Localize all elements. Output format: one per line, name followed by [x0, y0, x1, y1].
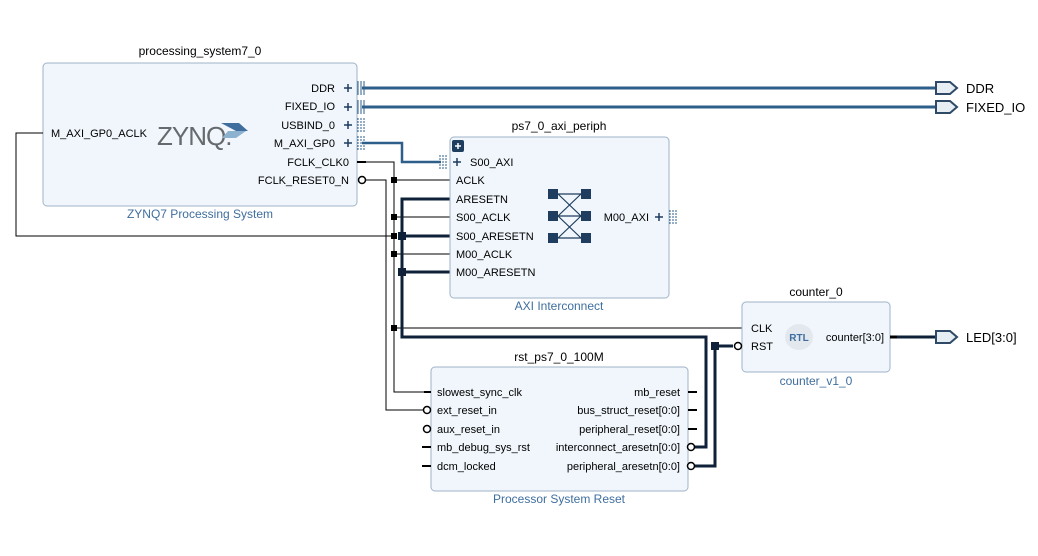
rst-pin-dcm-locked: dcm_locked — [437, 461, 496, 473]
port-led[interactable]: LED[3:0] — [935, 330, 1017, 345]
port-fixed-io-label: FIXED_IO — [966, 100, 1025, 115]
crossbar-icon — [548, 189, 591, 243]
rst-pin-peripheral-reset: peripheral_reset[0:0] — [579, 424, 680, 436]
ps7-ip-name: ZYNQ7 Processing System — [127, 207, 273, 221]
rst-pin-mb-debug-sys-rst: mb_debug_sys_rst — [437, 442, 530, 454]
zynq-logo-text: ZYNQ. — [157, 121, 231, 151]
junction-dot — [391, 251, 397, 257]
axi-pin-m00-aclk: M00_ACLK — [456, 249, 513, 261]
rtl-badge-text: RTL — [789, 333, 808, 344]
output-port-icon[interactable] — [935, 81, 959, 95]
rst-pin-ext-reset-in: ext_reset_in — [437, 405, 497, 417]
axi-pin-m00-axi: M00_AXI — [604, 212, 649, 224]
counter-pin-counter: counter[3:0] — [826, 332, 884, 344]
ps7-instance-name: processing_system7_0 — [139, 44, 262, 58]
axi-instance-name: ps7_0_axi_periph — [512, 119, 607, 133]
output-port-icon[interactable] — [935, 330, 959, 344]
zynq-logo-icon — [221, 123, 248, 131]
rtl-badge-icon — [785, 324, 813, 350]
junction-dot — [398, 268, 406, 276]
rst-pin-mb-reset: mb_reset — [634, 387, 680, 399]
rst-instance-name: rst_ps7_0_100M — [514, 350, 603, 364]
rst-pin-icon[interactable] — [733, 341, 743, 351]
junction-dot — [391, 233, 397, 239]
counter-pin-rst: RST — [751, 341, 773, 353]
counter-instance-name: counter_0 — [789, 285, 843, 299]
plus-icon — [453, 158, 461, 166]
junction-dot — [391, 177, 397, 183]
junction-dot — [398, 232, 406, 240]
axi-pin-m00-aresetn: M00_ARESETN — [456, 267, 536, 279]
plus-icon — [655, 213, 663, 221]
fclk-clk0-net[interactable] — [357, 161, 432, 393]
axi-pin-s00-aresetn: S00_ARESETN — [456, 231, 534, 243]
nets — [15, 86, 940, 468]
rst-pin-bus-struct-reset: bus_struct_reset[0:0] — [577, 405, 680, 417]
bus-connector-icons[interactable] — [357, 81, 365, 150]
peripheral-aresetn-net[interactable] — [695, 344, 733, 468]
axi-pin-s00-aclk: S00_ACLK — [456, 212, 511, 224]
expand-plus-icons — [344, 84, 352, 147]
external-ports: DDR FIXED_IO LED[3:0] — [935, 81, 1025, 345]
ext-reset-in-pin-icon[interactable] — [422, 405, 432, 415]
m00-axi-connector-icon[interactable] — [669, 210, 677, 224]
aux-reset-in-pin-icon[interactable] — [422, 424, 432, 434]
ps7-pin-fixed-io: FIXED_IO — [285, 101, 336, 113]
axi-ip-name: AXI Interconnect — [515, 299, 604, 313]
peripheral-aresetn-pin-icon[interactable] — [686, 461, 696, 471]
m-axi-gp0-aclk-net[interactable] — [15, 132, 394, 237]
axi-pin-aclk: ACLK — [456, 175, 485, 187]
m-axi-gp0-bus-net[interactable] — [362, 141, 441, 164]
ps7-body[interactable] — [42, 62, 358, 207]
port-ddr-label: DDR — [966, 81, 994, 96]
rst-pin-interconnect-aresetn: interconnect_aresetn[0:0] — [556, 442, 680, 454]
axi-interconnect-block[interactable]: ps7_0_axi_periph AXI Interconnect S00_AX… — [439, 119, 677, 313]
ps7-pin-m-axi-gp0-aclk: M_AXI_GP0_ACLK — [51, 128, 148, 140]
junction-dot — [711, 342, 719, 350]
counter-block[interactable]: counter_0 counter_v1_0 CLK RST RTL count… — [733, 285, 898, 388]
ps7-pin-ddr: DDR — [311, 83, 335, 95]
plus-icon — [455, 143, 461, 149]
junction-dot — [391, 214, 397, 220]
axi-pin-aresetn: ARESETN — [456, 194, 508, 206]
ps7-pin-fclk-reset0-n: FCLK_RESET0_N — [258, 175, 349, 187]
ps7-block[interactable]: processing_system7_0 ZYNQ7 Processing Sy… — [37, 44, 367, 221]
counter-ip-name: counter_v1_0 — [780, 374, 853, 388]
interconnect-aresetn-pin-icon[interactable] — [686, 442, 696, 452]
fclk-reset0-n-net[interactable] — [366, 179, 425, 411]
rst-pin-aux-reset-in: aux_reset_in — [437, 424, 500, 436]
ps7-pin-usbind-0: USBIND_0 — [281, 120, 335, 132]
output-port-icon[interactable] — [935, 100, 959, 114]
fclk-reset0-n-pin-icon[interactable] — [357, 175, 367, 185]
s00-axi-connector-icon[interactable] — [439, 155, 447, 169]
port-fixed-io[interactable]: FIXED_IO — [935, 100, 1025, 115]
rst-pin-slowest-sync-clk: slowest_sync_clk — [437, 387, 522, 399]
ps7-pin-fclk-clk0: FCLK_CLK0 — [287, 157, 349, 169]
interconnect-aresetn-net[interactable] — [400, 197, 708, 449]
zynq-logo-icon-shadow — [222, 131, 246, 138]
proc-sys-reset-block[interactable]: rst_ps7_0_100M Processor System Reset sl… — [422, 350, 697, 506]
counter-pin-clk: CLK — [751, 323, 773, 335]
port-ddr[interactable]: DDR — [935, 81, 994, 96]
rst-pin-peripheral-aresetn: peripheral_aresetn[0:0] — [567, 461, 680, 473]
axi-pin-s00-axi: S00_AXI — [470, 157, 513, 169]
port-led-label: LED[3:0] — [966, 330, 1017, 345]
ps7-pin-m-axi-gp0: M_AXI_GP0 — [274, 138, 335, 150]
rst-ip-name: Processor System Reset — [493, 492, 626, 506]
junction-dot — [391, 325, 397, 331]
